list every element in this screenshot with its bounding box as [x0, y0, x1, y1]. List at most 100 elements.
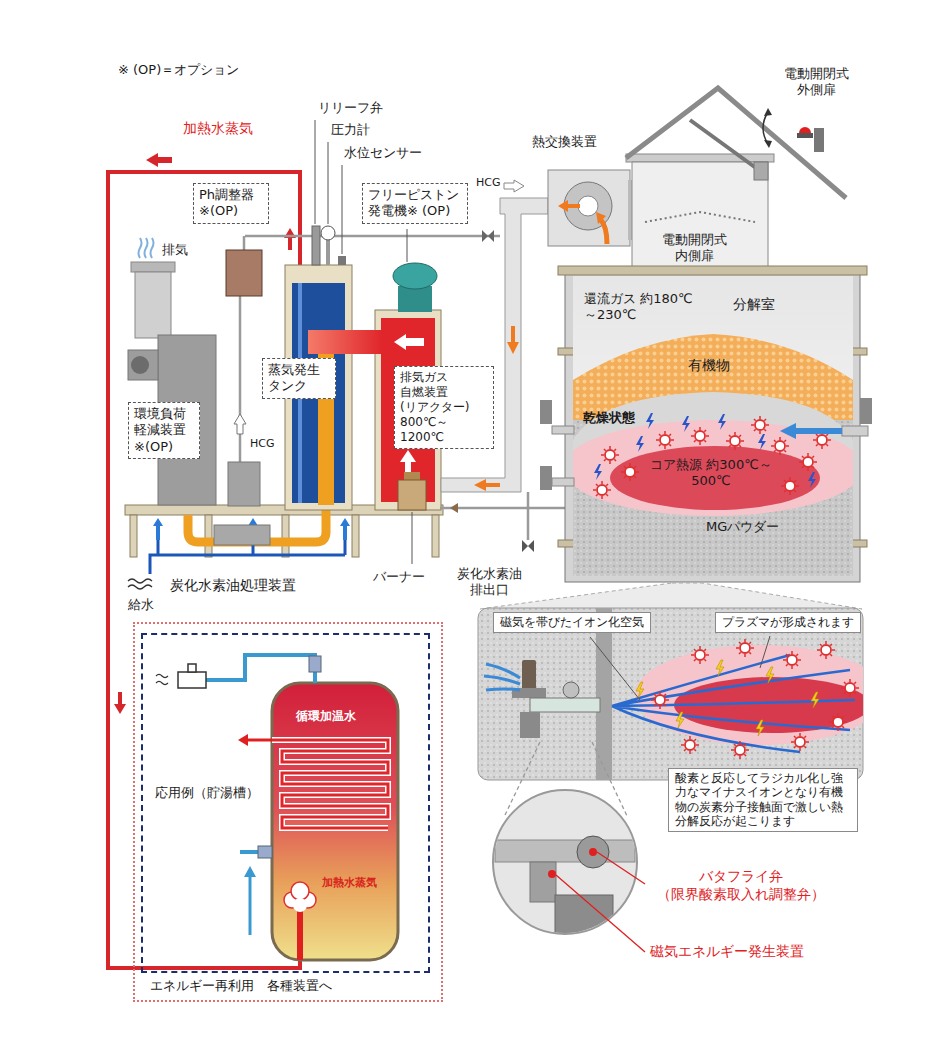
- component-box: 排気ガス 自燃装置 (リアクター) 800℃～1200℃: [394, 366, 494, 449]
- component-box: 蒸気発生 タンク: [262, 358, 336, 399]
- node-text: 応用例（貯湯槽）: [155, 785, 259, 801]
- node-text: エネルギー再利用 各種装置へ: [150, 978, 332, 994]
- heat-exchanger-part: [568, 204, 580, 208]
- hot-water-tank-part: [272, 683, 398, 960]
- emission-unit-part: [131, 262, 175, 272]
- option-box: 環境負荷 軽減装置 ※(OP): [128, 402, 200, 459]
- heat-exchanger-part: [596, 212, 606, 224]
- part-label: 炭化水素油処理装置: [170, 577, 296, 595]
- decomposition-chamber-part: [690, 120, 756, 168]
- decomposition-chamber-part: [573, 334, 853, 576]
- reactor-part: [412, 512, 413, 564]
- part-label: 排気: [162, 242, 188, 258]
- decomposition-chamber-part: [621, 463, 639, 481]
- decomposition-chamber-part: [691, 427, 709, 445]
- zoom-panel-part: [811, 692, 819, 708]
- oil-treatment-unit: [214, 462, 270, 545]
- zoom-panel-part: [681, 736, 699, 754]
- hot-water-tank-part: [291, 882, 309, 900]
- hot-water-tank-part: [238, 734, 248, 746]
- valve-closeup-part-part: [577, 836, 609, 868]
- zoom-panel-part: [590, 636, 770, 700]
- note-text: ※ (OP)＝オプション: [118, 62, 239, 78]
- flow-label: HCG: [476, 176, 500, 190]
- decomposition-chamber-part: [558, 266, 867, 275]
- decomposition-chamber-part: [726, 432, 744, 450]
- zoom-panel-part: [766, 667, 774, 683]
- water-supply-line-part: [128, 579, 152, 589]
- flow-label: HCG: [250, 437, 274, 451]
- steam-tank-part: [312, 226, 320, 265]
- reactor-part: [398, 286, 432, 312]
- hot-water-tank-part: [272, 740, 388, 828]
- decomposition-chamber-part: [636, 436, 644, 452]
- zoom-panel-part: [691, 646, 709, 664]
- decomposition-chamber-part: [860, 398, 872, 424]
- steam-tank-part: [315, 120, 342, 254]
- hot-water-tank-part: [297, 910, 303, 960]
- zoom-panel-part: [522, 660, 536, 690]
- zoom-panel-part: [530, 698, 600, 712]
- emission-unit-part: [139, 238, 154, 258]
- zoom-panel-part: [716, 660, 724, 676]
- layer-label: MGパウダー: [706, 519, 779, 535]
- steam-tank-part: [338, 256, 346, 265]
- zoom-panel-part: [676, 712, 684, 728]
- callout-box: プラズマが形成されます: [715, 612, 861, 633]
- decomposition-chamber-part-part: [573, 420, 853, 516]
- zoom-panel-part: [756, 720, 764, 736]
- part-label: 電動開閉式 内側扉: [652, 232, 736, 265]
- layer-label: 乾燥状態: [583, 410, 635, 426]
- node-text: 酸素と反応してラジカル化し強力なマイナスイオンとなり有機物の炭素分子接触面で激し…: [675, 771, 851, 829]
- heat-exchanger-part: [578, 196, 598, 216]
- zoom-panel: [478, 583, 885, 780]
- reactor-part: [394, 334, 424, 350]
- part-label: バーナー: [373, 569, 425, 585]
- steam-tank-part: [326, 238, 330, 265]
- decomposition-chamber-part: [797, 133, 813, 138]
- valve-closeup-part: [495, 836, 635, 937]
- hcg-pipe-part: [522, 540, 534, 552]
- hcg-pipe-part: [440, 492, 566, 540]
- node-text: 排気ガス 自燃装置 (リアクター) 800℃～1200℃: [400, 370, 488, 445]
- decomposition-chamber-part: [764, 140, 772, 148]
- reactor-part: [398, 480, 426, 510]
- zoom-panel-part: [612, 655, 855, 752]
- valve-closeup-part-part: [495, 840, 635, 862]
- callout-box: 酸素と反応してラジカル化し強力なマイナスイオンとなり有機物の炭素分子接触面で激し…: [668, 768, 858, 832]
- hot-water-tank-part: [178, 672, 206, 688]
- decomposition-chamber-part: [646, 413, 654, 429]
- ph-adjuster-part: [482, 230, 494, 242]
- decomposition-chamber-part: [656, 431, 674, 449]
- reactor-part: [407, 229, 408, 262]
- decomposition-chamber: [540, 88, 872, 582]
- reuse-area: エネルギー再利用 各種装置へ 応用例（貯湯槽）: [133, 622, 443, 1002]
- reactor-part: [393, 263, 437, 289]
- decomposition-chamber-part: [626, 88, 846, 198]
- decomposition-chamber-part: [814, 128, 824, 152]
- decomposition-chamber-part: [764, 108, 772, 116]
- callout-box: 磁気を帯びたイオン化空気: [493, 612, 651, 633]
- node-text: Ph調整器 ※(OP): [199, 187, 263, 220]
- decomposition-chamber-part: [771, 437, 789, 455]
- steam-tank-part: [321, 226, 335, 240]
- water-supply-line-part: [340, 518, 350, 540]
- decomposition-chamber-part: [682, 416, 690, 432]
- ph-adjuster-part: [234, 414, 246, 434]
- zoom-panel-part-part: [596, 608, 612, 780]
- oil-treatment-unit-part: [228, 462, 260, 506]
- hcg-pipe-part: [450, 503, 458, 513]
- decomposition-chamber-part: [632, 162, 768, 268]
- hot-water-tank-part: [309, 656, 321, 672]
- emission-unit: [128, 238, 216, 505]
- zoom-panel-part: [596, 608, 863, 780]
- tank-label: 循環加温水: [296, 709, 356, 724]
- zoom-panel-part: [520, 712, 540, 738]
- zoom-panel-part: [480, 583, 862, 609]
- decomposition-chamber-part: [540, 400, 552, 424]
- flow-label: 給水: [128, 597, 154, 613]
- decomposition-chamber-part-part: [573, 390, 853, 576]
- hcg-pipe-part: [474, 479, 500, 491]
- heat-exchanger-part: [600, 219, 607, 244]
- node-text: 環境負荷 軽減装置 ※(OP): [134, 406, 194, 455]
